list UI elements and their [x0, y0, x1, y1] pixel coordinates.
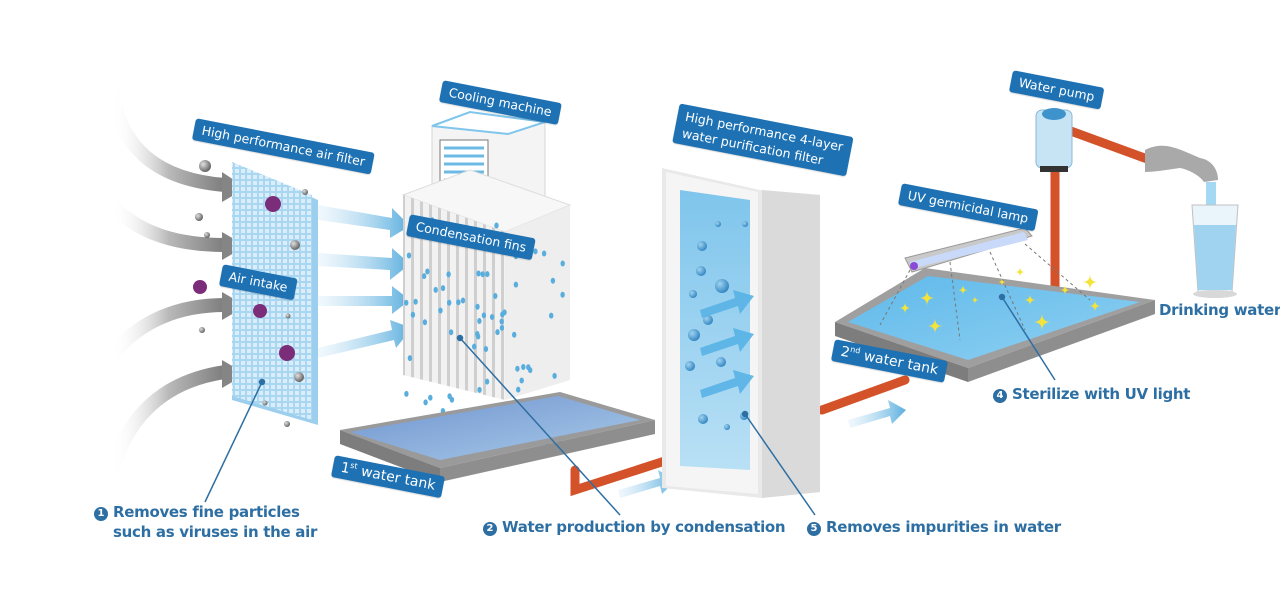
- water-droplet: [552, 372, 557, 379]
- second-water-tank: [835, 268, 1155, 382]
- water-droplet: [519, 377, 524, 384]
- virus-icons: [193, 196, 295, 361]
- step-1-number: 1: [94, 507, 108, 521]
- water-purification-filter: [662, 168, 820, 498]
- water-droplet: [440, 285, 446, 292]
- airflow-arrows: [318, 205, 412, 358]
- uv-lamp: [879, 227, 1091, 341]
- step-4-number: 4: [993, 389, 1007, 403]
- water-droplet: [460, 297, 466, 304]
- sparkle: [927, 318, 943, 334]
- water-droplet: [541, 250, 547, 257]
- step-1-text-line1: Removes fine particles: [113, 503, 300, 521]
- water-droplet: [480, 271, 485, 278]
- water-droplet: [421, 273, 427, 280]
- pipes: [570, 125, 1155, 497]
- water-droplet: [447, 299, 452, 306]
- water-droplet: [475, 331, 480, 337]
- water-droplet: [477, 386, 482, 393]
- water-droplet: [407, 355, 413, 362]
- sparkles: [899, 267, 1101, 334]
- step-4-caption: 4 Sterilize with UV light: [993, 384, 1190, 404]
- water-droplet: [438, 307, 443, 314]
- sparkle: [1015, 267, 1025, 277]
- step-4-text: Sterilize with UV light: [1012, 385, 1191, 403]
- water-droplet: [513, 281, 519, 288]
- water-droplet: [560, 291, 565, 298]
- step-2-number: 2: [483, 522, 497, 536]
- water-droplet: [494, 222, 499, 229]
- sparkle: [899, 302, 911, 314]
- water-droplet: [484, 378, 490, 385]
- water-droplet: [448, 329, 454, 336]
- sparkle: [1033, 313, 1051, 331]
- water-droplet: [404, 390, 409, 397]
- drinking-glass: [1191, 204, 1239, 298]
- water-droplet: [456, 299, 461, 306]
- water-droplet: [433, 286, 438, 293]
- step-2-caption: 2 Water production by condensation: [483, 517, 786, 537]
- water-droplet: [516, 386, 521, 393]
- water-droplet: [521, 364, 526, 370]
- sparkle: [1089, 300, 1101, 312]
- water-droplet: [549, 312, 554, 319]
- water-droplet: [493, 293, 498, 299]
- water-droplet: [485, 271, 490, 278]
- water-droplet: [483, 346, 489, 352]
- water-droplet: [447, 393, 452, 400]
- water-droplet: [428, 394, 433, 401]
- water-droplet: [472, 343, 477, 350]
- step-1-text-line2: such as viruses in the air: [113, 523, 318, 541]
- water-droplet: [499, 318, 504, 325]
- water-droplet: [425, 268, 430, 275]
- water-droplet: [446, 271, 451, 278]
- faucet: [1145, 145, 1218, 212]
- sparkle: [919, 290, 935, 306]
- leader-lines: [204, 293, 1056, 516]
- sparkle: [1060, 285, 1070, 295]
- sparkle: [1082, 274, 1098, 290]
- first-water-tank: [340, 392, 655, 482]
- water-droplet: [404, 299, 409, 306]
- water-droplet: [560, 260, 565, 267]
- step-5-number: 5: [807, 522, 821, 536]
- water-droplet: [413, 298, 418, 305]
- step-5-caption: 5 Removes impurities in water: [807, 517, 1061, 537]
- flow-arrows: [618, 400, 906, 498]
- water-droplet: [475, 303, 480, 310]
- water-droplet: [477, 318, 482, 324]
- step-1-caption: 1 Removes fine particles such as viruses …: [94, 502, 317, 542]
- condensation-fins: [401, 169, 572, 400]
- sparkle: [971, 296, 979, 304]
- water-droplet: [481, 312, 487, 319]
- water-pump: [1035, 108, 1073, 172]
- water-droplet: [410, 311, 416, 318]
- step-5-text: Removes impurities in water: [826, 518, 1061, 536]
- water-droplet: [476, 270, 481, 277]
- water-droplet: [512, 331, 517, 338]
- water-droplet: [499, 324, 505, 331]
- water-droplet: [515, 365, 520, 372]
- sparkle: [1024, 294, 1036, 306]
- sparkle: [998, 278, 1006, 286]
- dust-particles: [195, 160, 308, 427]
- water-droplet: [406, 252, 412, 259]
- water-droplet: [489, 314, 495, 320]
- water-droplet: [423, 399, 428, 406]
- water-droplet: [533, 248, 538, 255]
- step-2-text: Water production by condensation: [502, 518, 786, 536]
- water-droplet: [422, 319, 428, 326]
- water-droplet: [550, 277, 556, 284]
- water-droplet: [502, 309, 507, 316]
- water-droplet: [526, 364, 531, 371]
- drinking-water-caption: Drinking water: [1159, 301, 1280, 319]
- water-droplet: [495, 329, 500, 336]
- sparkle: [958, 285, 968, 295]
